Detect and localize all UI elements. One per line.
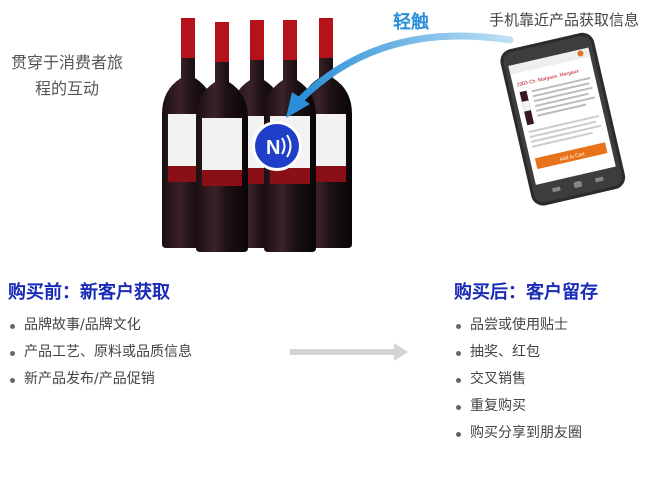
product-illustration: N 2003 Ch. Margaux, Margaux Add to Cart <box>162 18 626 252</box>
phone-buy-button <box>534 142 608 170</box>
phone-label: 手机靠近产品获取信息 <box>489 11 640 29</box>
bottle-4 <box>196 22 248 252</box>
list-item: 交叉销售 <box>456 366 582 393</box>
before-purchase-list: 品牌故事/品牌文化 产品工艺、原料或品质信息 新产品发布/产品促销 <box>10 312 192 393</box>
list-item: 品牌故事/品牌文化 <box>10 312 192 339</box>
list-item: 抽奖、红包 <box>456 339 582 366</box>
phone-buy-label: Add to Cart <box>559 151 586 163</box>
list-item: 新产品发布/产品促销 <box>10 366 192 393</box>
intro-text: 贯穿于消费者旅程的互动 <box>10 53 123 98</box>
list-item: 重复购买 <box>456 393 582 420</box>
tap-arrow <box>286 32 514 118</box>
before-purchase-heading: 购买前：新客户获取 <box>8 282 170 303</box>
smartphone: 2003 Ch. Margaux, Margaux Add to Cart <box>500 32 626 206</box>
after-purchase-list: 品尝或使用贴士 抽奖、红包 交叉销售 重复购买 购买分享到朋友圈 <box>456 312 582 447</box>
nfc-icon: N <box>266 137 280 159</box>
flow-arrow-icon <box>290 343 408 361</box>
list-item: 购买分享到朋友圈 <box>456 420 582 447</box>
list-item: 品尝或使用贴士 <box>456 312 582 339</box>
tap-label: 轻触 <box>393 12 429 33</box>
nfc-badge: N <box>252 121 302 171</box>
list-item: 产品工艺、原料或品质信息 <box>10 339 192 366</box>
after-purchase-heading: 购买后：客户留存 <box>454 282 598 303</box>
